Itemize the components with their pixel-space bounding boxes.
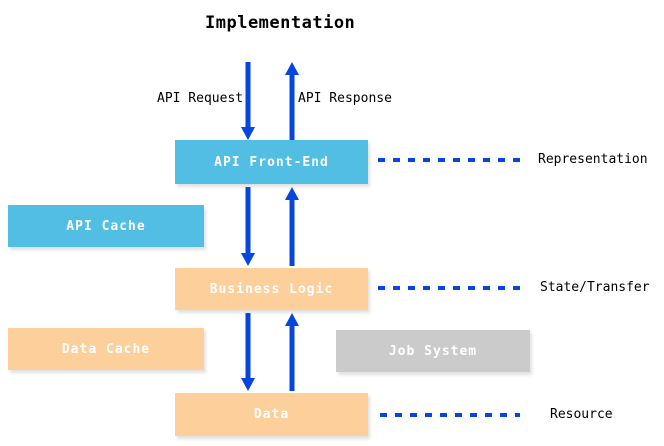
frontend-to-logic-arrow-icon bbox=[241, 187, 255, 266]
arrow-head bbox=[285, 187, 299, 200]
arrow-head bbox=[241, 253, 255, 266]
arrow-shaft bbox=[289, 198, 295, 266]
job-system-box: Job System bbox=[336, 330, 530, 372]
resource-label: Resource bbox=[550, 407, 613, 422]
data-box: Data bbox=[175, 393, 368, 436]
arrow-head bbox=[241, 127, 255, 140]
data-to-logic-arrow-icon bbox=[285, 313, 299, 391]
api-request-label: API Request bbox=[157, 91, 244, 106]
arrow-shaft bbox=[245, 187, 251, 255]
api-front-end-box: API Front-End bbox=[175, 140, 368, 184]
arrow-head bbox=[285, 313, 299, 326]
state-transfer-dash-line bbox=[378, 286, 523, 290]
representation-dash-line bbox=[378, 158, 523, 162]
api-response-label: API Response bbox=[298, 91, 392, 106]
api-response-arrow-icon bbox=[285, 62, 299, 140]
api-request-arrow-icon bbox=[241, 62, 255, 140]
business-logic-box: Business Logic bbox=[175, 268, 368, 310]
logic-to-data-arrow-icon bbox=[241, 313, 255, 391]
api-cache-box: API Cache bbox=[8, 205, 204, 247]
resource-dash-line bbox=[380, 413, 520, 417]
diagram-title: Implementation bbox=[205, 13, 356, 33]
arrow-shaft bbox=[245, 62, 251, 129]
logic-to-frontend-arrow-icon bbox=[285, 187, 299, 266]
representation-label: Representation bbox=[538, 152, 648, 167]
arrow-shaft bbox=[245, 313, 251, 380]
data-cache-box: Data Cache bbox=[8, 328, 204, 370]
arrow-head bbox=[241, 378, 255, 391]
state-transfer-label: State/Transfer bbox=[540, 280, 650, 295]
arrow-shaft bbox=[289, 73, 295, 140]
arrow-head bbox=[285, 62, 299, 75]
arrow-shaft bbox=[289, 324, 295, 391]
